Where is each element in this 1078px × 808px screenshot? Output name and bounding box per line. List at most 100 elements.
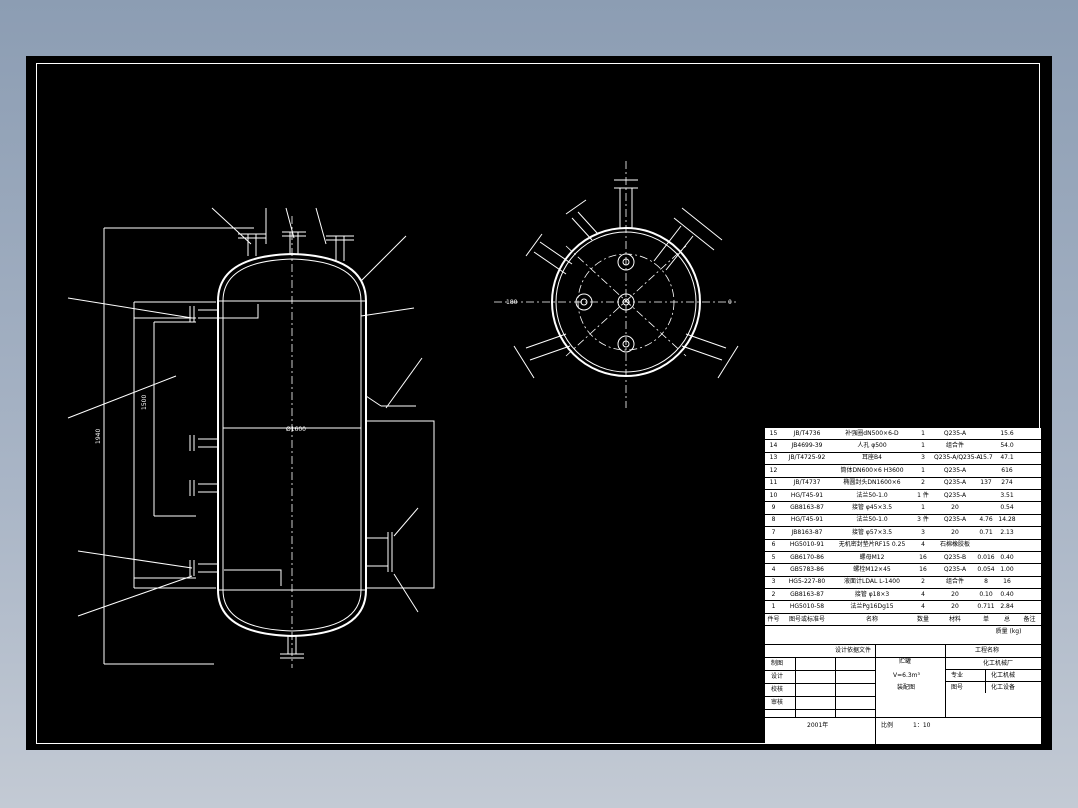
parts-cell: 11 (765, 477, 782, 490)
parts-cell: 3 (765, 576, 782, 590)
parts-cell (1018, 501, 1041, 515)
parts-cell (1018, 539, 1041, 552)
parts-cell: Q235-A (934, 563, 976, 577)
parts-cell: JB4699-39 (782, 439, 832, 453)
parts-cell: 15.7 (976, 452, 996, 466)
parts-cell: 9 (765, 501, 782, 515)
parts-cell: 1 (912, 501, 934, 515)
parts-cell: GB8163-87 (782, 588, 832, 602)
parts-cell: 1 件 (912, 489, 934, 503)
parts-cell: GB8163-87 (782, 501, 832, 515)
parts-cell: Q235-B (934, 551, 976, 565)
drawing-sheet: 1940 1500 Ø1600 180 (26, 56, 1052, 750)
row-check: 校核 (771, 686, 784, 693)
parts-cell: JB/T4737 (782, 477, 832, 490)
parts-cell (782, 464, 832, 478)
parts-cell: 法兰50-1.0 (832, 489, 912, 503)
row-draw: 制图 (771, 660, 784, 667)
parts-cell: 20 (934, 600, 976, 614)
parts-cell (1018, 576, 1041, 590)
parts-cell: 15.6 (996, 428, 1018, 441)
parts-cell: 法兰Pg16Dg15 (832, 600, 912, 614)
parts-cell: HG5-227-80 (782, 576, 832, 590)
parts-cell: 7 (765, 526, 782, 540)
parts-cell: 1.00 (996, 563, 1018, 577)
parts-cell: 4 (912, 588, 934, 602)
parts-header-cell: 数量 (912, 612, 934, 627)
parts-cell: 石棉橡胶板 (934, 539, 976, 552)
parts-cell: 20 (934, 501, 976, 515)
parts-cell: 0.016 (976, 551, 996, 565)
parts-cell: HG/T45-91 (782, 514, 832, 528)
parts-cell (976, 539, 996, 552)
parts-cell: 3 (912, 452, 934, 466)
svg-text:Ø1600: Ø1600 (286, 426, 306, 433)
parts-cell: 2 (912, 576, 934, 590)
parts-cell (1018, 563, 1041, 577)
parts-cell: 0.711 (976, 600, 996, 614)
parts-cell (976, 464, 996, 478)
parts-cell: JB/T4725-92 (782, 452, 832, 466)
plan-label-right: 0 (728, 299, 732, 306)
parts-cell: 3 (912, 526, 934, 540)
basis-label: 设计依据文件 (835, 647, 872, 654)
parts-cell: 0.054 (976, 563, 996, 577)
parts-cell: 1 (912, 428, 934, 441)
parts-cell: 4 (912, 539, 934, 552)
parts-cell: 16 (996, 576, 1018, 590)
row-review: 审核 (771, 699, 784, 706)
parts-cell: Q235-A (934, 464, 976, 478)
parts-cell: Q235-A (934, 428, 976, 441)
parts-cell: 椭圆封头DN1600×6 (832, 477, 912, 490)
parts-cell: 4 (912, 600, 934, 614)
plan-label-left: 180 (506, 299, 518, 306)
drawing-no-label: 图号 (951, 684, 964, 691)
parts-cell: 274 (996, 477, 1018, 490)
parts-cell: 54.0 (996, 439, 1018, 453)
mass-row: 质量 (kg) (765, 626, 1041, 638)
year: 2001年 (807, 722, 829, 729)
parts-cell: HG/T45-91 (782, 489, 832, 503)
parts-cell: HG5010-91 (782, 539, 832, 552)
parts-cell: GB5783-86 (782, 563, 832, 577)
parts-cell (1018, 439, 1041, 453)
elevation-view: 1940 1500 Ø1600 (67, 207, 435, 668)
parts-cell: Q235-A (934, 489, 976, 503)
parts-cell: 1 (912, 439, 934, 453)
parts-cell: 616 (996, 464, 1018, 478)
parts-cell: 耳座B4 (832, 452, 912, 466)
parts-cell: 15 (765, 428, 782, 441)
parts-header-cell: 备注 (1018, 612, 1041, 627)
parts-cell: 5 (765, 551, 782, 565)
parts-cell: Q235-A/Q235-A (934, 452, 981, 466)
parts-cell: 14.28 (996, 514, 1018, 528)
parts-cell: 8 (976, 576, 996, 590)
parts-cell: 20 (934, 526, 976, 540)
scale-value: 1：10 (913, 722, 931, 729)
parts-header-cell: 材料 (934, 612, 976, 627)
parts-cell (976, 489, 996, 503)
parts-cell: 法兰50-1.0 (832, 514, 912, 528)
parts-cell (1018, 428, 1041, 441)
parts-cell (976, 428, 996, 441)
parts-cell: 螺栓M12×45 (832, 563, 912, 577)
parts-cell: 137 (976, 477, 996, 490)
parts-cell: 人孔 φ500 (832, 439, 912, 453)
parts-cell: 0.54 (996, 501, 1018, 515)
parts-cell: GB6170-86 (782, 551, 832, 565)
parts-cell: JB8163-87 (782, 526, 832, 540)
parts-cell: 16 (912, 563, 934, 577)
parts-cell: 0.10 (976, 588, 996, 602)
mass-label: 质量 (kg) (995, 627, 1022, 635)
parts-cell: 0.40 (996, 551, 1018, 565)
